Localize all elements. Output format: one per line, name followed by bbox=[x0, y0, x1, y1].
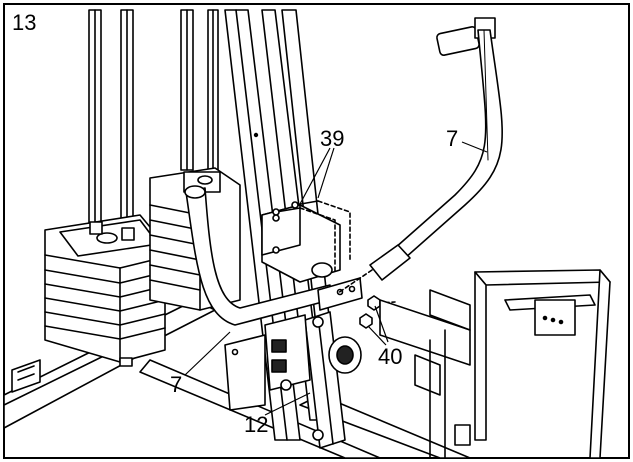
frame-part-12 bbox=[224, 311, 362, 449]
leader-12 bbox=[264, 392, 311, 416]
mounting-bracket bbox=[261, 204, 341, 283]
nuts-40 bbox=[359, 295, 396, 329]
callout-7-left: 7 bbox=[170, 372, 182, 397]
leader-40-a bbox=[374, 305, 389, 343]
callout-39: 39 bbox=[320, 126, 344, 151]
leader-7-left bbox=[184, 331, 231, 376]
callout-12: 12 bbox=[244, 412, 268, 437]
guide-rods-middle bbox=[180, 9, 219, 181]
callout-leaders bbox=[184, 141, 488, 416]
bolts-39 bbox=[272, 200, 351, 273]
callout-7-right: 7 bbox=[446, 126, 458, 151]
leader-7-right bbox=[461, 141, 488, 153]
arm-right bbox=[337, 17, 503, 294]
leader-39-a bbox=[299, 147, 331, 205]
frame-right bbox=[379, 269, 611, 459]
leader-39-b bbox=[317, 147, 335, 199]
machine-illustration bbox=[3, 9, 611, 459]
weight-stack-left bbox=[44, 214, 166, 367]
leader-40-b bbox=[367, 325, 387, 346]
step-number: 13 bbox=[12, 10, 36, 35]
callout-40: 40 bbox=[378, 344, 402, 369]
